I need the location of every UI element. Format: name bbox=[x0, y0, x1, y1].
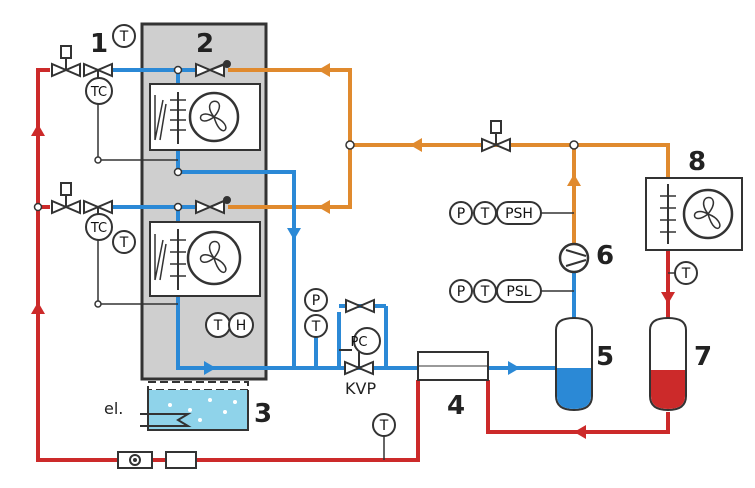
kvp-valve bbox=[339, 327, 381, 376]
tc-symbol: TC bbox=[90, 221, 107, 236]
flow-arrow bbox=[567, 174, 581, 186]
psl-symbol: PSL bbox=[506, 284, 531, 300]
flow-arrow bbox=[410, 138, 422, 152]
t-symbol: T bbox=[213, 318, 223, 334]
kvp-label: KVP bbox=[345, 379, 376, 398]
p-symbol: P bbox=[457, 284, 465, 300]
temperature-sensor bbox=[112, 230, 136, 254]
h-symbol: H bbox=[236, 318, 247, 334]
temperature-controller bbox=[85, 213, 113, 241]
component-number: 7 bbox=[694, 342, 712, 372]
pc-symbol: PC bbox=[351, 335, 368, 350]
temperature-sensor bbox=[112, 24, 136, 48]
psh-symbol: PSH bbox=[505, 206, 533, 222]
compressor bbox=[558, 242, 590, 274]
component-number: 4 bbox=[447, 391, 465, 421]
flow-arrow bbox=[31, 124, 45, 136]
pressure-gauge bbox=[449, 201, 473, 225]
solenoid-valve bbox=[481, 120, 511, 153]
component-number: 3 bbox=[254, 399, 272, 429]
bypass-valve bbox=[345, 298, 375, 314]
hot-gas-line bbox=[228, 68, 670, 245]
evaporator-unit-upper bbox=[149, 83, 261, 151]
water-tray bbox=[140, 381, 249, 431]
suction-accumulator bbox=[555, 316, 593, 412]
humidity-sensor bbox=[228, 312, 254, 338]
flow-arrow bbox=[318, 63, 330, 77]
tc-symbol: TC bbox=[90, 85, 107, 100]
hot-gas-valve bbox=[195, 196, 231, 215]
evaporator-unit-lower bbox=[149, 221, 261, 297]
component-number: 8 bbox=[688, 147, 706, 177]
hot-gas-valve bbox=[195, 60, 231, 78]
flow-arrow bbox=[318, 200, 330, 214]
t-symbol: T bbox=[311, 319, 321, 335]
t-symbol: T bbox=[681, 266, 691, 282]
solenoid-valve bbox=[51, 182, 81, 215]
component-number: 5 bbox=[596, 342, 614, 372]
flow-arrow bbox=[574, 425, 586, 439]
liquid-receiver bbox=[649, 316, 687, 412]
t-symbol: T bbox=[119, 235, 129, 251]
temperature-sensor bbox=[304, 314, 328, 338]
component-number: 1 bbox=[90, 29, 108, 59]
solenoid-valve bbox=[51, 45, 81, 78]
t-symbol: T bbox=[119, 29, 129, 45]
p-symbol: P bbox=[312, 293, 320, 309]
pressure-gauge bbox=[304, 288, 328, 312]
flow-arrow bbox=[204, 361, 216, 375]
component-number: 2 bbox=[196, 29, 214, 59]
flow-arrow bbox=[287, 228, 301, 240]
expansion-valve bbox=[83, 199, 113, 218]
flow-arrow bbox=[661, 292, 675, 304]
t-symbol: T bbox=[480, 284, 490, 300]
flow-arrow bbox=[508, 361, 520, 375]
t-symbol: T bbox=[480, 206, 490, 222]
temperature-controller bbox=[85, 77, 113, 105]
p-symbol: P bbox=[457, 206, 465, 222]
filter-drier bbox=[165, 451, 197, 469]
t-symbol: T bbox=[379, 418, 389, 434]
electric-heater-label: el. bbox=[104, 399, 123, 418]
component-number: 6 bbox=[596, 241, 614, 271]
condenser-unit bbox=[645, 177, 743, 251]
pressure-gauge bbox=[449, 279, 473, 303]
flow-arrow bbox=[31, 302, 45, 314]
